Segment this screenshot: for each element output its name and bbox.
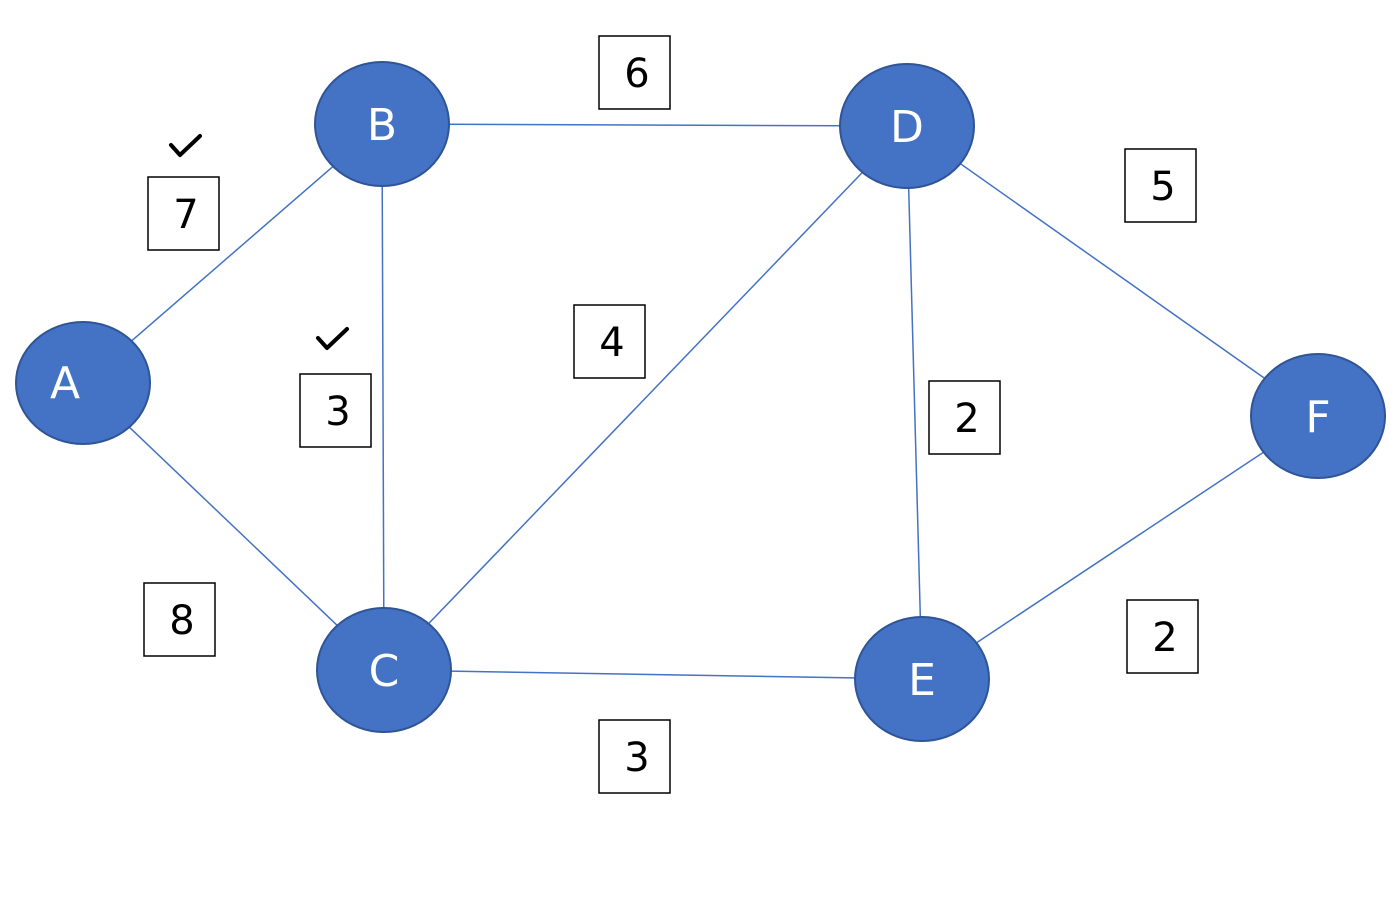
check-a-b-icon	[169, 134, 202, 157]
weight-box-e-f	[1126, 599, 1199, 674]
edges	[82, 123, 1319, 680]
edge-d-f	[906, 125, 1319, 417]
check-b-c-icon	[316, 327, 349, 350]
weight-box-b-c	[299, 373, 372, 448]
weight-a-b: 7	[147, 176, 220, 251]
weight-box-d-f	[1124, 148, 1197, 223]
node-b-circle	[314, 61, 450, 187]
node-d-circle	[839, 63, 975, 189]
weight-box-c-d	[573, 304, 646, 379]
weight-b-c: 3	[299, 373, 372, 448]
edge-b-c	[381, 123, 385, 671]
node-f-label: F	[1305, 392, 1330, 443]
weight-box-b-d	[598, 35, 671, 110]
weight-box-c-e	[598, 719, 671, 794]
node-c: C	[316, 607, 452, 733]
node-f-circle	[1250, 353, 1386, 479]
weight-c-d: 4	[573, 304, 646, 379]
edge-b-d	[381, 123, 908, 127]
node-b: B	[314, 61, 450, 187]
weight-label-c-e: 3	[624, 735, 649, 781]
node-d: D	[839, 63, 975, 189]
weight-label-d-f: 5	[1150, 164, 1175, 210]
weight-box-d-e	[928, 380, 1001, 455]
weight-label-b-d: 6	[624, 51, 649, 97]
weight-e-f: 2	[1126, 599, 1199, 674]
weight-label-a-b: 7	[173, 192, 198, 238]
weight-label-d-e: 2	[954, 396, 979, 442]
edge-a-c	[82, 382, 385, 671]
node-e: E	[854, 616, 990, 742]
weight-d-f: 5	[1124, 148, 1197, 223]
weight-box-a-b	[147, 176, 220, 251]
node-a-label: A	[50, 358, 80, 409]
weight-label-b-c: 3	[325, 389, 350, 435]
weight-d-e: 2	[928, 380, 1001, 455]
node-b-label: B	[367, 100, 397, 151]
edge-e-f	[921, 415, 1319, 680]
node-a: A	[15, 321, 151, 445]
edge-c-d	[383, 125, 908, 671]
weight-label-c-d: 4	[599, 320, 624, 366]
node-c-label: C	[369, 646, 400, 697]
edge-d-e	[906, 125, 923, 680]
edge-a-b	[82, 123, 383, 384]
node-d-label: D	[890, 102, 924, 153]
edge-c-e	[383, 669, 923, 680]
node-e-circle	[854, 616, 990, 742]
node-f: F	[1250, 353, 1386, 479]
weight-b-d: 6	[598, 35, 671, 110]
node-c-circle	[316, 607, 452, 733]
weight-label-a-c: 8	[169, 598, 194, 644]
weight-a-c: 8	[143, 582, 216, 657]
weight-label-e-f: 2	[1152, 615, 1177, 661]
node-a-circle	[15, 321, 151, 445]
weight-box-a-c	[143, 582, 216, 657]
node-e-label: E	[908, 655, 936, 706]
weight-c-e: 3	[598, 719, 671, 794]
